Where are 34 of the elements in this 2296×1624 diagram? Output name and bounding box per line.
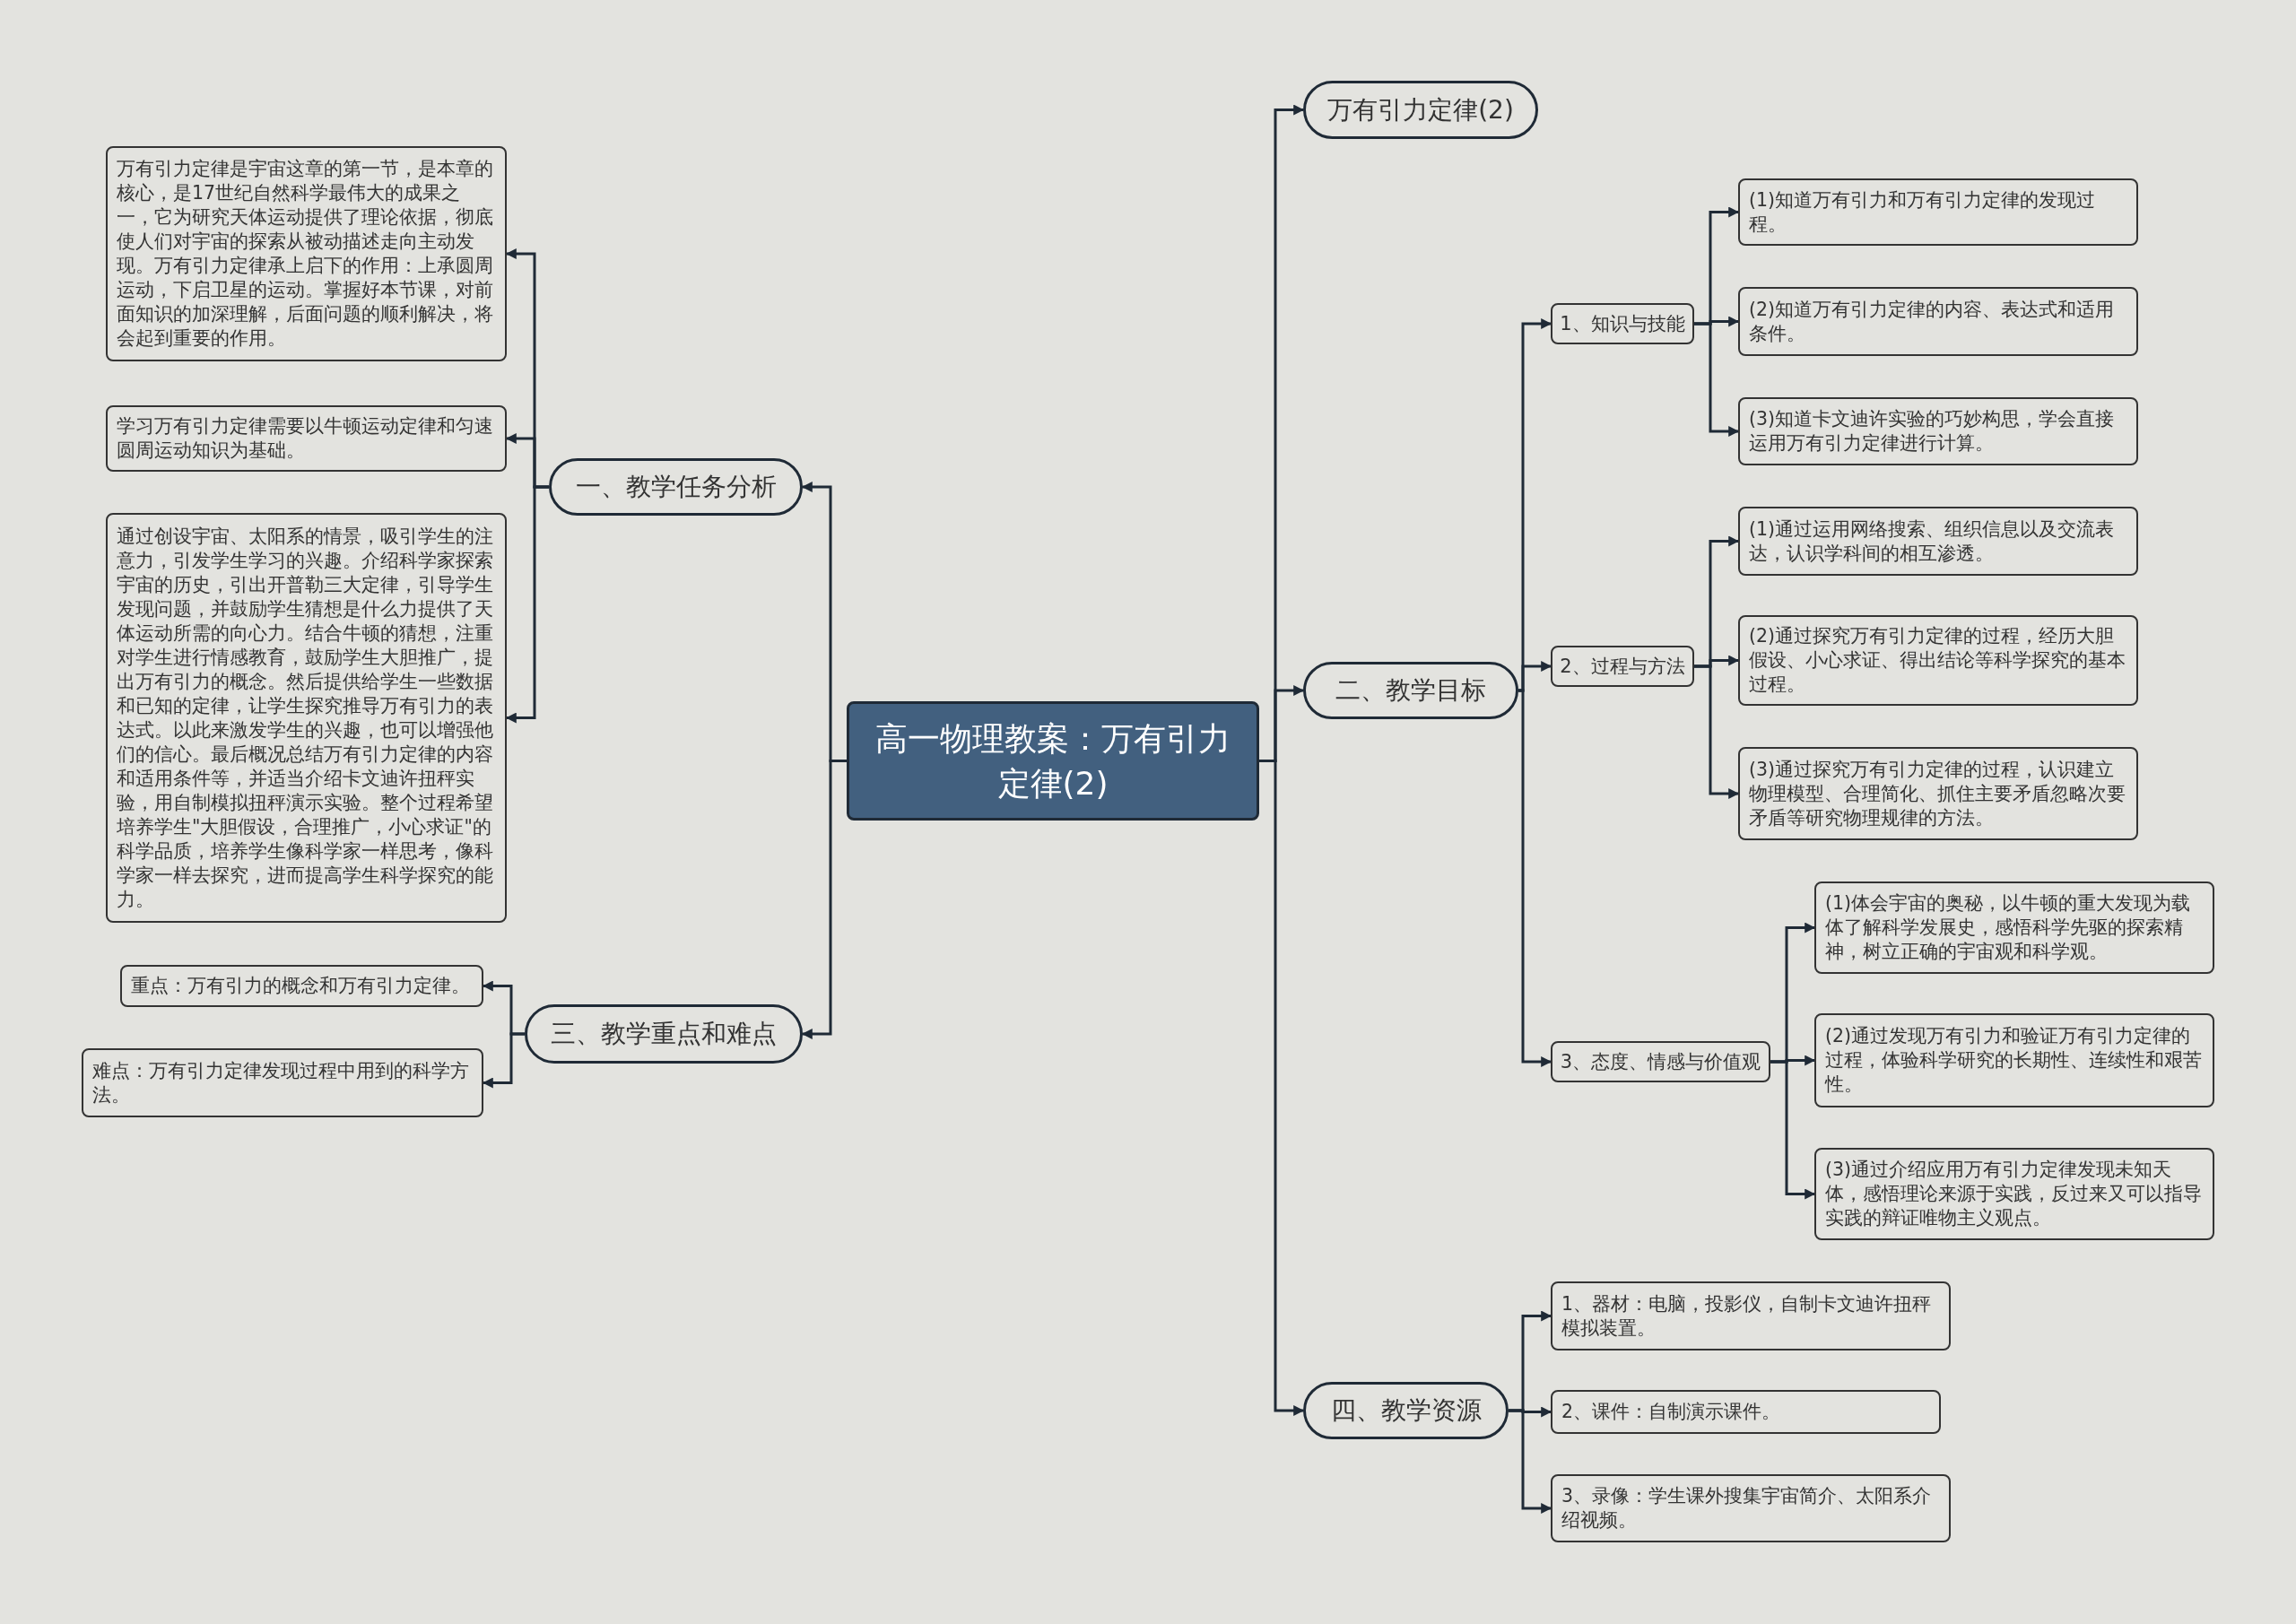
branch-pill: 四、教学资源 [1303,1382,1509,1439]
text-box: (1)通过运用网络搜索、组织信息以及交流表达，认识学科间的相互渗透。 [1738,507,2138,576]
topic-box: 高一物理教案：万有引力定律(2) [847,701,1259,821]
text-box: (1)知道万有引力和万有引力定律的发现过程。 [1738,178,2138,246]
text-box: 3、录像：学生课外搜集宇宙简介、太阳系介绍视频。 [1551,1474,1951,1542]
text-box: 重点：万有引力的概念和万有引力定律。 [120,965,483,1007]
branch-pill: 二、教学目标 [1303,662,1518,719]
subtopic-box: 2、过程与方法 [1551,646,1694,687]
text-box: 通过创设宇宙、太阳系的情景，吸引学生的注意力，引发学生学习的兴趣。介绍科学家探索宇宙的历史，引出开普勒三大定律，引导学生发现问题，并鼓励学生猜想是什么力提供了天体运动所需的向心力。结合牛顿的猜想，注重对学生进行情感教育，鼓励学生大胆推广，提出万有引力的概念。然后提供给学生一些数据和已知的定律，让学生探究推导万有引力的表达式。以此来激发学生的兴趣，也可以增强他们的信心。最后概况总结万有引力定律的内容和适用条件等，并适当介绍卡文迪许扭秤实验，用自制模拟扭秤演示实验。整个过程希望培养学生"大胆假设，合理推广，小心求证"的科学品质，培养学生像科学家一样思考，像科学家一样去探究，进而提高学生科学探究的能力。 [106,513,507,923]
text-box: (2)通过发现万有引力和验证万有引力定律的过程，体验科学研究的长期性、连续性和艰苦性。 [1814,1013,2214,1107]
text-box: 万有引力定律是宇宙这章的第一节，是本章的核心，是17世纪自然科学最伟大的成果之一，它为研究天体运动提供了理论依据，彻底使人们对宇宙的探索从被动描述走向主动发现。万有引力定律承上启下的作用：上承圆周运动，下启卫星的运动。掌握好本节课，对前面知识的加深理解，后面问题的顺利解决，将会起到重要的作用。 [106,146,507,361]
branch-pill: 万有引力定律(2) [1303,81,1538,139]
text-box: 1、器材：电脑，投影仪，自制卡文迪许扭秤模拟装置。 [1551,1281,1951,1350]
text-box: (1)体会宇宙的奥秘，以牛顿的重大发现为载体了解科学发展史，感悟科学先驱的探索精神，树立正确的宇宙观和科学观。 [1814,881,2214,974]
arrow [1770,1060,1816,1200]
branch-pill: 三、教学重点和难点 [525,1004,803,1064]
subtopic-box: 1、知识与技能 [1551,303,1694,344]
text-box: 学习万有引力定律需要以牛顿运动定律和匀速圆周运动知识为基础。 [106,405,507,472]
subtopic-box: 3、态度、情感与价值观 [1551,1041,1770,1082]
text-box: 2、课件：自制演示课件。 [1551,1390,1941,1434]
text-box: (2)知道万有引力定律的内容、表达式和适用条件。 [1738,287,2138,356]
arrow [801,760,847,1039]
arrow [1509,1409,1552,1514]
arrow [1518,689,1552,1067]
text-box: 难点：万有引力定律发现过程中用到的科学方法。 [82,1048,483,1117]
text-box: (3)通过介绍应用万有引力定律发现未知天体，感悟理论来源于实践，反过来又可以指导实践的辩证唯物主义观点。 [1814,1148,2214,1240]
branch-pill: 一、教学任务分析 [549,458,803,516]
arrow [1694,322,1740,437]
arrow [505,485,549,724]
arrow [482,1032,525,1089]
arrow [1694,664,1740,799]
text-box: (3)知道卡文迪许实验的巧妙构思，学会直接运用万有引力定律进行计算。 [1738,397,2138,465]
text-box: (3)通过探究万有引力定律的过程，认识建立物理模型、合理简化、抓住主要矛盾忽略次要矛盾等研究物理规律的方法。 [1738,747,2138,840]
text-box: (2)通过探究万有引力定律的过程，经历大胆假设、小心求证、得出结论等科学探究的基本过程。 [1738,615,2138,706]
